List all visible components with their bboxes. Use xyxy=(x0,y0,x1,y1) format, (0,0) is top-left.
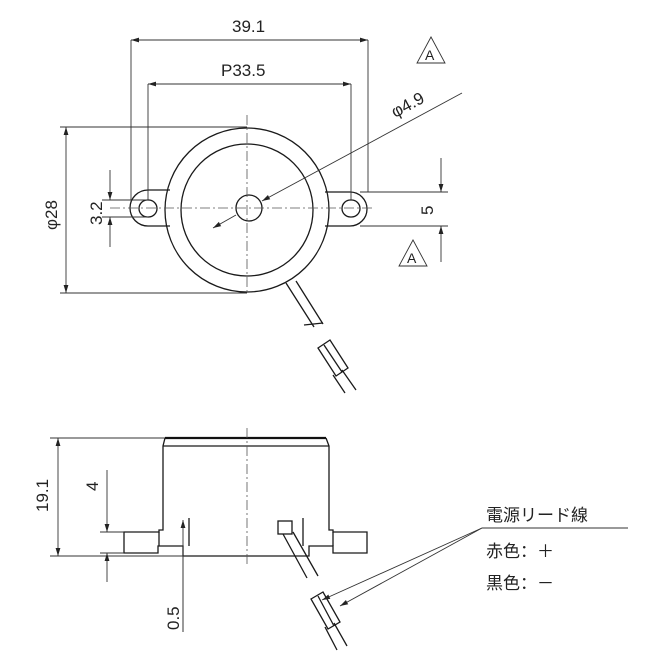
lead-note-black: 黒色：－ xyxy=(486,574,554,594)
triangle-symbol-top: A xyxy=(416,36,446,64)
top-lead-wires xyxy=(285,280,357,394)
body-inner-circle xyxy=(180,143,314,277)
tab-height-label: 5 xyxy=(418,206,437,215)
flange-thickness-label: 0.5 xyxy=(164,606,183,630)
side-view: 19.1 4 0.5 電源リード線 赤色：＋ 黒色：－ xyxy=(33,428,628,651)
right-slot xyxy=(341,199,361,218)
lead-note-red: 赤色：＋ xyxy=(486,542,554,562)
body-diameter-label: φ28 xyxy=(42,200,61,230)
left-slot xyxy=(138,199,158,218)
flange-height-label: 4 xyxy=(83,482,102,491)
overall-width-label: 39.1 xyxy=(232,17,265,36)
svg-text:A: A xyxy=(425,47,435,63)
side-body xyxy=(123,437,368,557)
pitch-label: P33.5 xyxy=(221,61,265,80)
right-mounting-tab xyxy=(325,191,368,227)
svg-text:A: A xyxy=(407,250,417,266)
top-view: 39.1 P33.5 φ4.9 φ28 3.2 5 A xyxy=(42,17,463,394)
slot-width-label: 3.2 xyxy=(87,201,106,225)
triangle-symbol-bottom: A xyxy=(398,239,428,267)
height-label: 19.1 xyxy=(33,479,52,512)
lead-note-title: 電源リード線 xyxy=(486,506,588,526)
hole-diameter-label: φ4.9 xyxy=(388,88,428,121)
